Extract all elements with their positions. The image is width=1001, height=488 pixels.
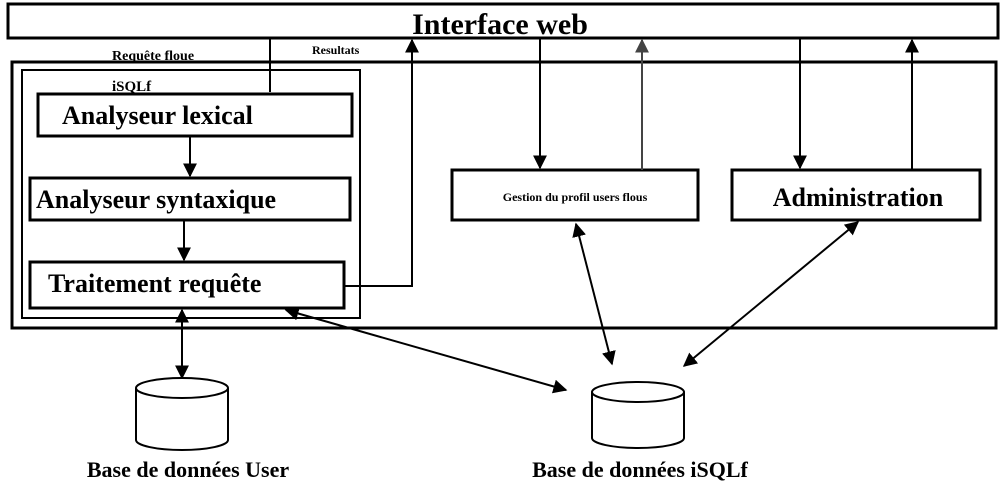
isqlf-database-label: Base de données iSQLf bbox=[532, 457, 748, 482]
isqlf-module-frame bbox=[21, 69, 361, 319]
web-interface-title: Interface web bbox=[412, 8, 588, 41]
administration-isqlf-db-arrow bbox=[682, 221, 860, 367]
request-flow-label: Requête floue bbox=[112, 49, 194, 64]
isqlf-module-label: iSQLf bbox=[112, 79, 152, 95]
profile-manager-box bbox=[450, 168, 700, 222]
lexical-analyzer-box bbox=[36, 92, 354, 138]
profile-isqlf-db-arrow bbox=[572, 222, 616, 366]
isqlf-database-icon bbox=[591, 381, 685, 449]
result-flow-label: Resultats bbox=[312, 43, 360, 57]
processing-isqlf-db-arrow bbox=[284, 306, 568, 394]
lexical-analyzer-label: Analyseur lexical bbox=[62, 101, 253, 130]
syntactic-analyzer-label: Analyseur syntaxique bbox=[36, 185, 276, 214]
syntactic-analyzer-box bbox=[28, 176, 352, 222]
profile-manager-label: Gestion du profil users flous bbox=[503, 190, 648, 204]
administration-box bbox=[730, 168, 982, 222]
administration-label: Administration bbox=[773, 183, 944, 212]
user-database-icon bbox=[135, 377, 229, 451]
result-flow-line bbox=[344, 38, 419, 287]
user-database-label: Base de données User bbox=[87, 457, 290, 482]
web-interface-bar bbox=[6, 2, 1000, 40]
query-processing-label: Traitement requête bbox=[48, 269, 261, 298]
